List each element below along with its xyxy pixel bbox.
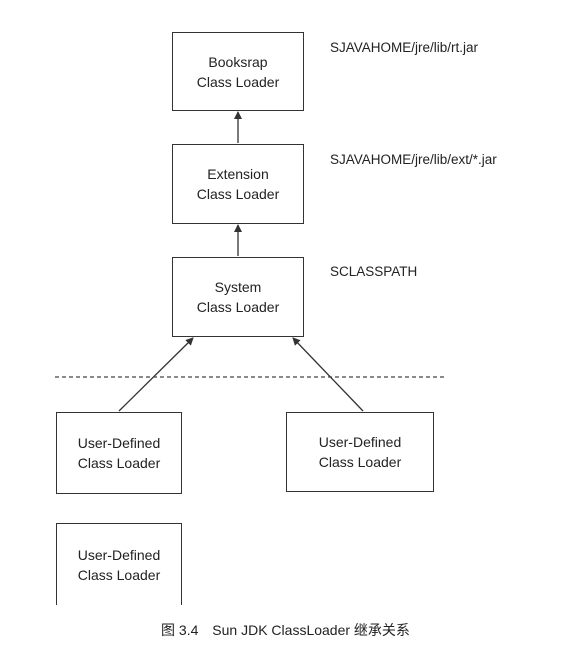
arrow-user-right-to-system: [292, 337, 364, 412]
bootstrap-class-loader-line2: Class Loader: [196, 73, 280, 90]
figure-title: Sun JDK ClassLoader 继承关系: [212, 622, 410, 638]
system-class-loader-line2: Class Loader: [196, 299, 280, 315]
extension-class-loader-line2: Class Loader: [196, 186, 280, 202]
user-defined-right-line1: User-Defined: [318, 434, 402, 450]
arrow-user-left-to-system: [118, 337, 194, 412]
bootstrap-class-loader-line1: Booksrap: [208, 53, 268, 70]
bootstrap-class-loader-box: Booksrap Class Loader: [172, 32, 304, 111]
figure-caption: 图 3.4 Sun JDK ClassLoader 继承关系: [0, 620, 571, 640]
user-defined-left-line1: User-Defined: [77, 435, 161, 451]
extension-class-loader-box: Extension Class Loader: [172, 144, 304, 224]
extension-path-label: SJAVAHOME/jre/lib/ext/*.jar: [330, 152, 497, 167]
system-class-loader-box: System Class Loader: [172, 257, 304, 337]
user-defined-class-loader-right-box: User-Defined Class Loader: [286, 412, 434, 492]
user-defined-right-line2: Class Loader: [318, 454, 402, 470]
extension-class-loader-line1: Extension: [207, 166, 269, 182]
user-defined-class-loader-left-box: User-Defined Class Loader: [56, 412, 182, 494]
figure-number: 图 3.4: [161, 622, 199, 638]
system-class-loader-line1: System: [214, 279, 262, 295]
user-defined-class-loader-bottom-box: User-Defined Class Loader: [56, 523, 182, 605]
user-defined-bottom-line2: Class Loader: [77, 566, 161, 583]
bootstrap-path-label: SJAVAHOME/jre/lib/rt.jar: [330, 40, 479, 55]
system-path-label: SCLASSPATH: [330, 264, 418, 279]
user-defined-left-line2: Class Loader: [77, 455, 161, 471]
user-defined-bottom-line1: User-Defined: [77, 546, 161, 563]
